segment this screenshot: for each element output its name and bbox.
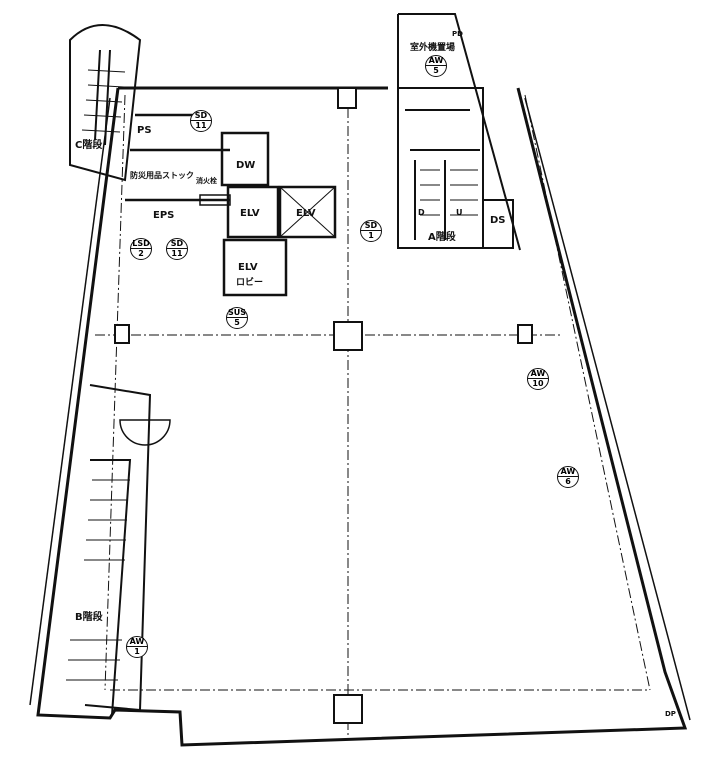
outdoor-unit-area-label: 室外機置場 xyxy=(410,43,456,53)
stair-b-label: B階段 xyxy=(75,612,103,623)
stair-a xyxy=(397,87,514,249)
pd-label: PD xyxy=(452,30,463,38)
elv-label: ELV xyxy=(296,208,316,219)
elv-label: ELV xyxy=(240,208,260,219)
stair-c-label: C階段 xyxy=(75,140,103,151)
ds-label: DS xyxy=(490,215,506,226)
dw-label: DW xyxy=(236,160,256,171)
stair-a-label: A階段 xyxy=(428,232,456,243)
grid-lines xyxy=(95,90,651,740)
hydrant-label: 消火栓 xyxy=(196,177,217,185)
stair-down-label: D xyxy=(418,208,425,217)
columns xyxy=(114,87,533,724)
stair-c xyxy=(69,24,142,182)
dp-label: DP xyxy=(665,710,676,718)
stair-b xyxy=(66,384,171,716)
disaster-storage-label: 防災用品ストック xyxy=(130,171,194,180)
eps-label: EPS xyxy=(153,210,175,221)
core xyxy=(125,113,337,297)
outer-walls xyxy=(29,13,691,747)
stair-up-label: U xyxy=(456,208,463,217)
ps-label: PS xyxy=(137,125,152,136)
elv-lobby-label: ロビー xyxy=(236,278,264,288)
elv-lobby-label: ELV xyxy=(238,262,258,273)
